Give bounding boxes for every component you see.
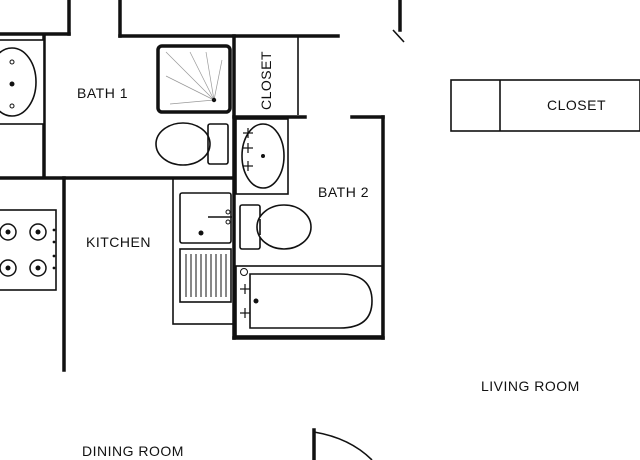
stove-icon <box>0 209 57 291</box>
room-label-kitchen: KITCHEN <box>86 234 151 250</box>
sink-icon <box>235 118 289 195</box>
shower-icon <box>156 44 232 114</box>
room-label-bath1: BATH 1 <box>77 85 128 101</box>
room-label-closet-large: CLOSET <box>547 97 606 113</box>
bathtub-icon <box>235 265 383 337</box>
kitchen-counter <box>172 177 235 325</box>
sink-icon <box>0 39 45 125</box>
room-label-dining-room: DINING ROOM <box>82 443 184 459</box>
toilet-icon <box>239 204 312 250</box>
dish-rack-icon <box>179 248 232 303</box>
toilet-icon <box>155 122 229 166</box>
closet-large <box>450 79 640 132</box>
room-label-living-room: LIVING ROOM <box>481 378 580 394</box>
kitchen-sink-icon <box>179 192 232 244</box>
room-label-closet-small: CLOSET <box>258 51 274 110</box>
room-label-bath2: BATH 2 <box>318 184 369 200</box>
